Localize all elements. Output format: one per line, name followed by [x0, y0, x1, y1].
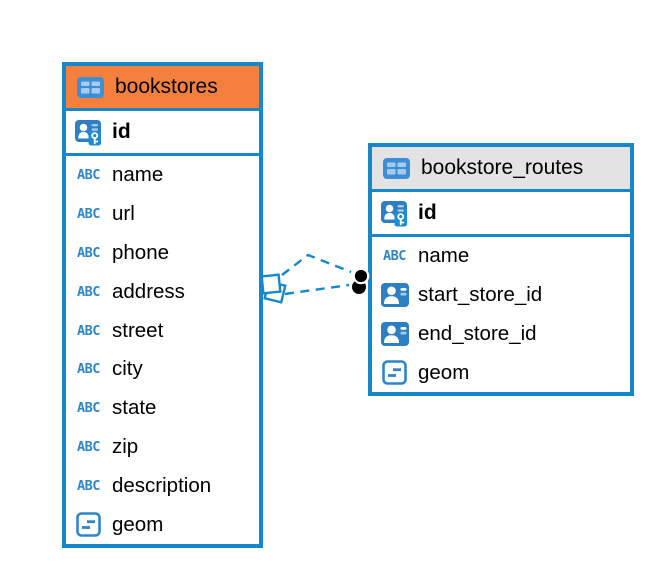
text-type-icon: ABC [77, 244, 100, 261]
column-name: phone [112, 240, 170, 264]
geometry-type-icon [74, 512, 103, 537]
table-bookstores-header[interactable]: bookstores [66, 66, 259, 111]
relation-line-upper[interactable] [281, 253, 352, 276]
text-type-icon: ABC [77, 206, 100, 223]
text-type-icon: ABC [77, 361, 100, 378]
column-row-street[interactable]: ABC street [66, 311, 259, 350]
column-name: zip [112, 434, 139, 458]
table-icon [76, 76, 105, 98]
column-name: name [112, 163, 164, 187]
table-title: bookstores [115, 75, 218, 98]
relation-line-lower[interactable] [284, 283, 350, 296]
primary-key-icon [380, 199, 409, 227]
column-row-id[interactable]: id [372, 192, 630, 237]
column-name: end_store_id [418, 321, 537, 345]
relation-marker-stacked-dots[interactable] [352, 267, 370, 294]
column-row-phone[interactable]: ABC phone [66, 234, 259, 273]
text-type-icon: ABC [77, 167, 100, 184]
column-name: id [112, 120, 131, 143]
column-row-url[interactable]: ABC url [66, 195, 259, 234]
column-name: start_store_id [418, 283, 543, 307]
column-name: id [418, 201, 437, 224]
text-type-icon: ABC [77, 438, 100, 455]
text-type-icon: ABC [77, 283, 100, 300]
column-name: description [112, 473, 212, 497]
column-row-geom[interactable]: geom [372, 353, 630, 392]
column-row-start-store-id[interactable]: start_store_id [372, 276, 630, 315]
reference-type-icon [380, 321, 409, 346]
table-bookstores[interactable]: bookstores id ABC [62, 62, 263, 548]
column-name: geom [418, 360, 470, 384]
table-icon [382, 157, 411, 179]
primary-key-icon [74, 118, 103, 146]
column-name: city [112, 357, 143, 381]
text-type-icon: ABC [77, 400, 100, 417]
column-name: geom [112, 512, 164, 536]
text-type-icon: ABC [77, 322, 100, 339]
column-name: street [112, 318, 164, 342]
column-row-state[interactable]: ABC state [66, 389, 259, 428]
text-type-icon: ABC [77, 477, 100, 494]
column-row-description[interactable]: ABC description [66, 466, 259, 505]
relation-marker-stacked-squares[interactable] [260, 273, 287, 304]
column-row-city[interactable]: ABC city [66, 350, 259, 389]
column-row-geom[interactable]: geom [66, 505, 259, 544]
text-type-icon: ABC [383, 248, 406, 265]
column-name: state [112, 396, 157, 420]
column-name: address [112, 279, 185, 303]
table-bookstore-routes[interactable]: bookstore_routes id ABC [368, 143, 634, 397]
table-bookstore-routes-body: ABC name start_store_id [372, 237, 630, 392]
column-row-id[interactable]: id [66, 111, 259, 156]
column-name: url [112, 202, 135, 226]
column-row-zip[interactable]: ABC zip [66, 428, 259, 467]
column-row-name[interactable]: ABC name [66, 156, 259, 195]
geometry-type-icon [380, 360, 409, 386]
reference-type-icon [380, 283, 409, 308]
column-row-end-store-id[interactable]: end_store_id [372, 315, 630, 354]
table-bookstores-body: ABC name ABC url ABC phone ABC address A… [66, 156, 259, 544]
table-title: bookstore_routes [421, 156, 584, 179]
column-name: name [418, 244, 470, 268]
column-row-name[interactable]: ABC name [372, 237, 630, 276]
table-bookstore-routes-header[interactable]: bookstore_routes [372, 147, 630, 192]
column-row-address[interactable]: ABC address [66, 272, 259, 311]
